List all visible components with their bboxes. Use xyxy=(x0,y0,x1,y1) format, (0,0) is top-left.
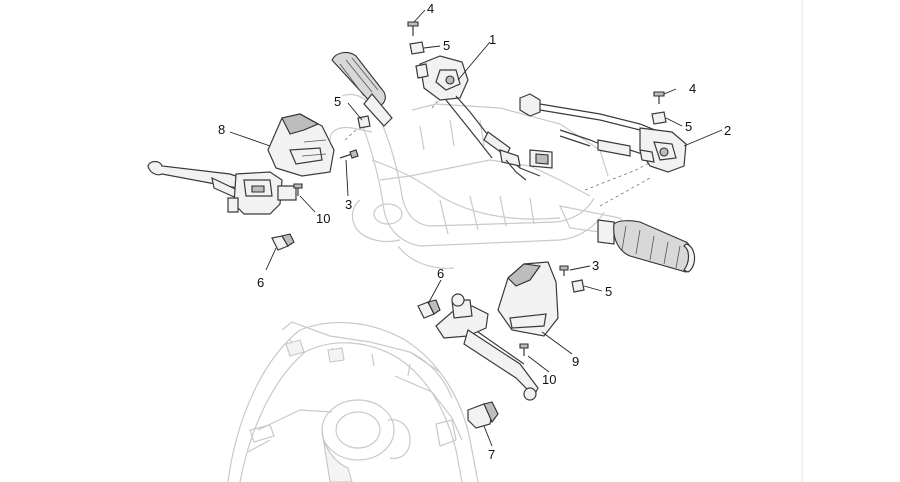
callout-5-lower: 5 xyxy=(605,284,612,299)
left-switch-housing xyxy=(415,55,553,181)
leader-lines xyxy=(229,9,723,447)
left-handgrip xyxy=(331,51,393,127)
callout-6-left: 6 xyxy=(257,275,264,290)
callout-5-left: 5 xyxy=(334,94,341,109)
callout-8: 8 xyxy=(218,122,225,137)
right-switch-housing xyxy=(519,93,687,173)
callout-6-right: 6 xyxy=(437,266,444,281)
callout-9: 9 xyxy=(572,354,579,369)
ghost-front-body xyxy=(227,321,479,482)
left-lever-cover xyxy=(267,113,335,177)
callout-4-top: 4 xyxy=(427,1,434,16)
callout-1: 1 xyxy=(489,32,496,47)
callout-7: 7 xyxy=(488,447,495,462)
dashed-assembly-lines xyxy=(344,97,659,207)
right-brake-lever-assembly xyxy=(435,293,539,401)
ghost-handlebar-casting xyxy=(329,93,632,269)
callout-2: 2 xyxy=(724,123,731,138)
callout-3-right: 3 xyxy=(592,258,599,273)
hardware xyxy=(271,21,667,429)
callout-10-left: 10 xyxy=(316,211,330,226)
callout-3-left: 3 xyxy=(345,197,352,212)
callout-5-top: 5 xyxy=(443,38,450,53)
callout-10-right: 10 xyxy=(542,372,556,387)
right-lever-cover xyxy=(497,261,559,337)
callouts: 1 2 3 3 4 4 5 5 5 5 6 6 7 8 9 10 10 xyxy=(218,1,731,462)
right-handgrip xyxy=(597,219,696,273)
callout-5-right: 5 xyxy=(685,119,692,134)
left-brake-lever-assembly xyxy=(147,160,297,215)
callout-4-right: 4 xyxy=(689,81,696,96)
